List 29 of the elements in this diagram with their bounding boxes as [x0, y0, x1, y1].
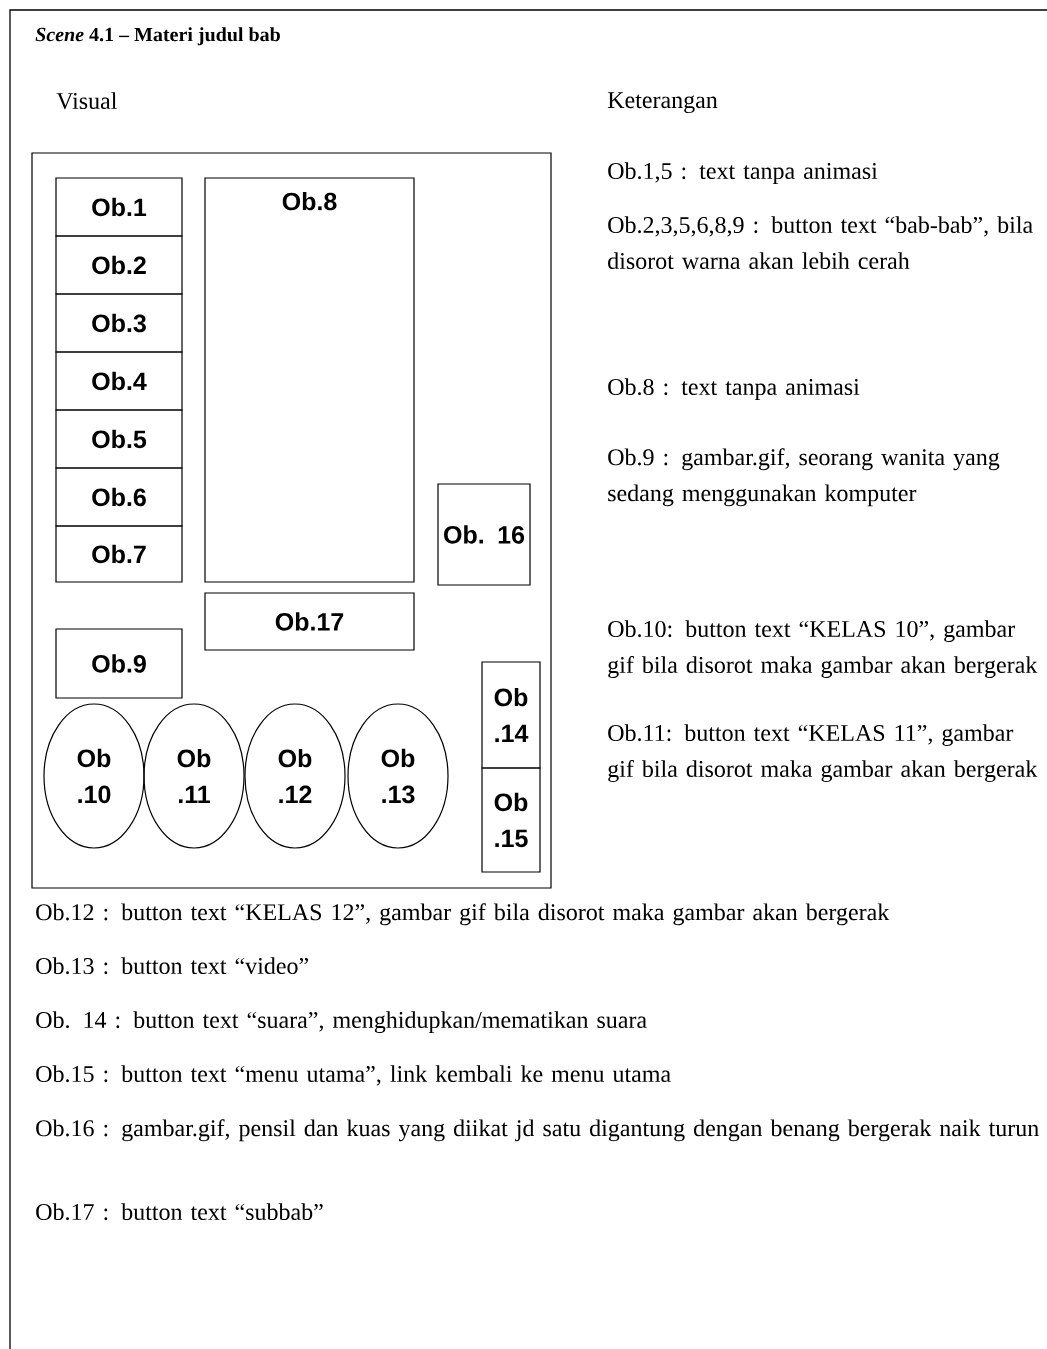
description-text: Ob.1,5 : text tanpa animasi	[608, 162, 878, 184]
description-text: Ob.11: button text “KELAS 11”, gambar gif bila disorot maka gambar akan bergerak	[608, 724, 1038, 783]
object-box: Ob.3	[55, 293, 183, 353]
description-text: Ob.2,3,5,6,8,9 : button text “bab-bab”, bila disorot warna akan lebih cerah	[608, 216, 1033, 270]
description-text: Ob.12 : button text “KELAS 12”, gambar gif bila disorot maka gambar akan bergerak	[36, 903, 890, 926]
description-text: Ob.15 : button text “menu utama”, link kembali ke menu utama	[36, 1065, 671, 1086]
description-text: Ob.13 : button text “video”	[36, 957, 308, 975]
description-text: Ob.17 : button text “subbab”	[36, 1203, 323, 1221]
object-box: Ob .14	[481, 661, 541, 769]
description-text: Ob. 14 : button text “suara”, menghidupkan/mematikan suara	[36, 1011, 647, 1034]
object-box: Ob .15	[481, 767, 541, 873]
description-text: Ob.8 : text tanpa animasi	[608, 378, 860, 400]
screen-frame	[31, 152, 552, 889]
object-box: Ob.7	[55, 525, 183, 583]
object-box: Ob.1	[55, 177, 183, 237]
description-text: Ob.10: button text “KELAS 10”, gambar gif bila disorot maka gambar akan bergerak	[608, 620, 1038, 679]
object-box: Ob.9	[55, 628, 183, 699]
object-box: Ob.2	[55, 235, 183, 295]
column-heading: Keterangan	[607, 92, 718, 114]
object-box: Ob.17	[204, 592, 415, 651]
description-text: Ob.9 : gambar.gif, seorang wanita yang sedang menggunakan komputer	[608, 448, 1000, 507]
heading: Scene 4.1 – Materi judul bab	[35, 27, 280, 46]
object-box: Ob. 16	[437, 483, 531, 586]
object-box: Ob.8	[204, 177, 415, 583]
object-box: Ob.5	[55, 409, 183, 469]
description-text: Ob.16 : gambar.gif, pensil dan kuas yang diikat jd satu digantung dengan benang bergerak naik turun	[36, 1119, 1039, 1142]
object-box: Ob.4	[55, 351, 183, 411]
object-box: Ob.6	[55, 467, 183, 527]
column-heading: Visual	[56, 92, 117, 110]
